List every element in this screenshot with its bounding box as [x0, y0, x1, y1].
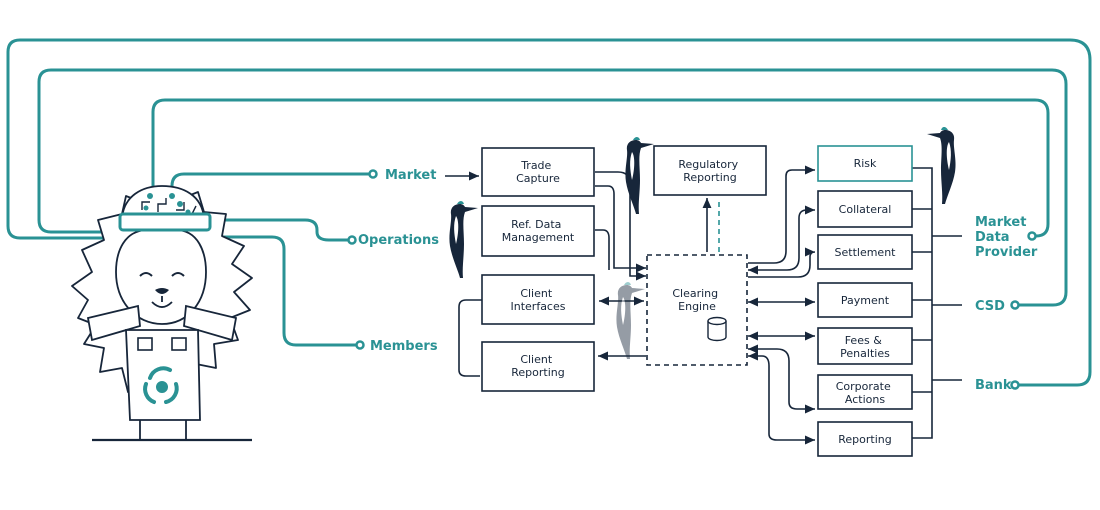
regulatory-reporting-box: [653, 145, 767, 196]
reporting-box: [817, 421, 913, 457]
swirl-logo-icon: [143, 366, 179, 404]
corporate-actions-box: [817, 374, 913, 410]
risk-label: Risk: [854, 157, 877, 170]
fees-penalties-box: [817, 327, 913, 365]
client-reporting-label: Client Reporting: [511, 353, 564, 379]
hedgehog-mascot-icon: [71, 185, 253, 442]
clearing-engine-label: Clearing Engine: [672, 287, 721, 313]
woodpecker-icon: [616, 282, 645, 359]
client-interfaces-box: [481, 274, 595, 325]
label-operations: Operations: [358, 233, 439, 248]
label-market-data-provider: Market Data Provider: [975, 215, 1038, 260]
payment-box: [817, 282, 913, 318]
trade-capture-box: [481, 147, 595, 197]
settlement-box: [817, 234, 913, 270]
trade-capture-label: Trade Capture: [516, 159, 560, 185]
client-interfaces-label: Client Interfaces: [511, 287, 566, 313]
external-labels: Market Operations Members Market Data Pr…: [358, 168, 1038, 393]
process-boxes: [481, 145, 913, 457]
label-members: Members: [370, 339, 438, 354]
collateral-label: Collateral: [839, 203, 892, 216]
label-csd: CSD: [975, 299, 1005, 314]
risk-box: [817, 145, 913, 182]
payment-label: Payment: [841, 294, 890, 307]
ref-data-label: Ref. Data Management: [502, 218, 575, 244]
settlement-label: Settlement: [835, 246, 897, 259]
box-labels: Trade Capture Ref. Data Management Clien…: [502, 157, 896, 446]
external-teal-connectors: [6, 38, 1092, 387]
fees-penalties-label: Fees & Penalties: [840, 334, 890, 360]
reporting-label: Reporting: [838, 433, 891, 446]
regulatory-reporting-label: Regulatory Reporting: [678, 158, 741, 184]
collateral-box: [817, 190, 913, 228]
database-icon: [707, 316, 727, 342]
label-market: Market: [385, 168, 436, 183]
ref-data-box: [481, 205, 595, 257]
connector-endpoints: [347, 169, 1037, 390]
label-bank: Bank: [975, 378, 1012, 393]
clearing-engine-box: [646, 254, 748, 366]
client-reporting-box: [481, 341, 595, 392]
woodpecker-icon: [449, 201, 478, 278]
corporate-actions-label: Corporate Actions: [836, 380, 895, 406]
